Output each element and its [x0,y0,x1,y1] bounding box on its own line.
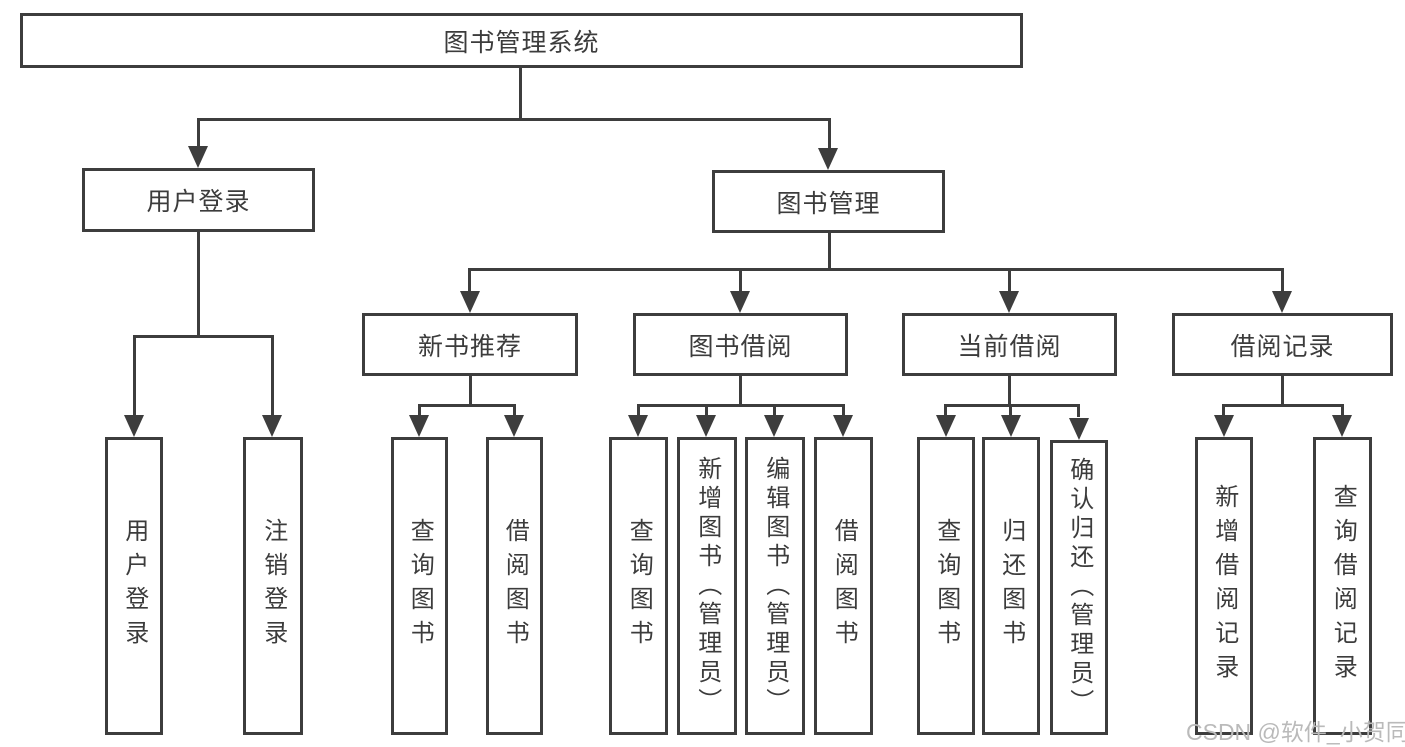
node-user-login: 用户登录 [82,168,315,232]
connector-line [1222,404,1225,417]
leaf-query-books-3: 查询图书 [917,437,975,735]
arrow-down [628,415,648,437]
arrow-down [460,291,480,313]
arrow-down [1001,415,1021,437]
leaf-confirm-return-admin: 确认归还（管理员） [1050,440,1108,735]
node-book-borrowing: 图书借阅 [633,313,848,376]
connector-line [418,404,421,417]
connector-line [637,404,844,407]
connector-line [828,118,831,150]
connector-line [513,404,516,417]
node-new-book-recommendation: 新书推荐 [362,313,578,376]
node-label: 用户登录 [146,188,251,216]
node-label: 借阅记录 [1230,332,1335,361]
arrow-down [818,148,838,170]
connector-line [197,118,831,121]
arrow-down [504,415,524,437]
leaf-label: 用户登录 [120,518,148,654]
connector-line [1077,404,1080,417]
arrow-down [1214,415,1234,437]
connector-line [133,335,274,338]
connector-line [469,376,472,405]
node-label: 图书借阅 [688,332,793,361]
leaf-label: 编辑图书（管理员） [761,455,789,717]
connector-line [1009,404,1012,417]
node-label: 新书推荐 [417,332,522,361]
leaf-edit-book-admin: 编辑图书（管理员） [745,437,805,735]
leaf-label: 查询图书 [932,518,960,654]
leaf-label: 查询图书 [625,518,653,654]
arrow-down [764,415,784,437]
leaf-return-books: 归还图书 [982,437,1040,735]
leaf-label: 借阅图书 [501,518,529,654]
leaf-logout: 注销登录 [243,437,303,735]
node-book-management-system: 图书管理系统 [20,13,1023,68]
connector-line [468,268,471,292]
connector-line [133,335,136,417]
arrow-down [262,415,282,437]
arrow-down [999,291,1019,313]
arrow-down [188,146,208,168]
arrow-down [833,415,853,437]
connector-line [828,233,831,268]
connector-line [944,404,947,417]
connector-line [470,268,1283,271]
connector-line [271,335,274,417]
leaf-user-login: 用户登录 [105,437,163,735]
leaf-label: 新增借阅记录 [1210,484,1238,688]
leaf-query-books-2: 查询图书 [609,437,668,735]
leaf-add-borrow-record: 新增借阅记录 [1195,437,1253,735]
leaf-label: 归还图书 [997,518,1025,654]
leaf-borrow-books-2: 借阅图书 [814,437,873,735]
connector-line [705,404,708,417]
leaf-add-book-admin: 新增图书（管理员） [677,437,737,735]
arrow-down [124,415,144,437]
arrow-down [1069,418,1089,440]
connector-line [945,404,1080,407]
leaf-label: 新增图书（管理员） [693,455,721,717]
connector-line [519,68,522,118]
connector-line [1008,376,1011,405]
arrow-down [1332,415,1352,437]
connector-line [418,404,515,407]
node-label: 图书管理 [776,189,881,218]
node-current-borrowing: 当前借阅 [902,313,1117,376]
connector-line [739,268,742,292]
leaf-label: 查询图书 [406,518,434,654]
connector-line [1341,404,1344,417]
connector-line [1223,404,1344,407]
connector-line [1008,268,1011,292]
leaf-label: 借阅图书 [830,518,858,654]
connector-line [1281,268,1284,292]
watermark: CSDN @软件_小贺同学 [1186,719,1405,745]
node-label: 图书管理系统 [443,28,600,57]
connector-line [197,118,200,148]
connector-line [197,232,200,335]
node-label: 当前借阅 [957,332,1062,361]
leaf-query-books: 查询图书 [391,437,448,735]
leaf-borrow-books: 借阅图书 [486,437,543,735]
node-book-management: 图书管理 [712,170,945,233]
connector-line [739,376,742,405]
connector-line [842,404,845,417]
leaf-label: 查询借阅记录 [1329,484,1357,688]
arrow-down [730,291,750,313]
arrow-down [409,415,429,437]
leaf-query-borrow-record: 查询借阅记录 [1313,437,1372,735]
connector-line [1281,376,1284,405]
arrow-down [696,415,716,437]
node-borrowing-records: 借阅记录 [1172,313,1393,376]
connector-line [637,404,640,417]
leaf-label: 注销登录 [259,518,287,654]
connector-line [773,404,776,417]
leaf-label: 确认归还（管理员） [1065,457,1093,718]
arrow-down [1272,291,1292,313]
arrow-down [936,415,956,437]
